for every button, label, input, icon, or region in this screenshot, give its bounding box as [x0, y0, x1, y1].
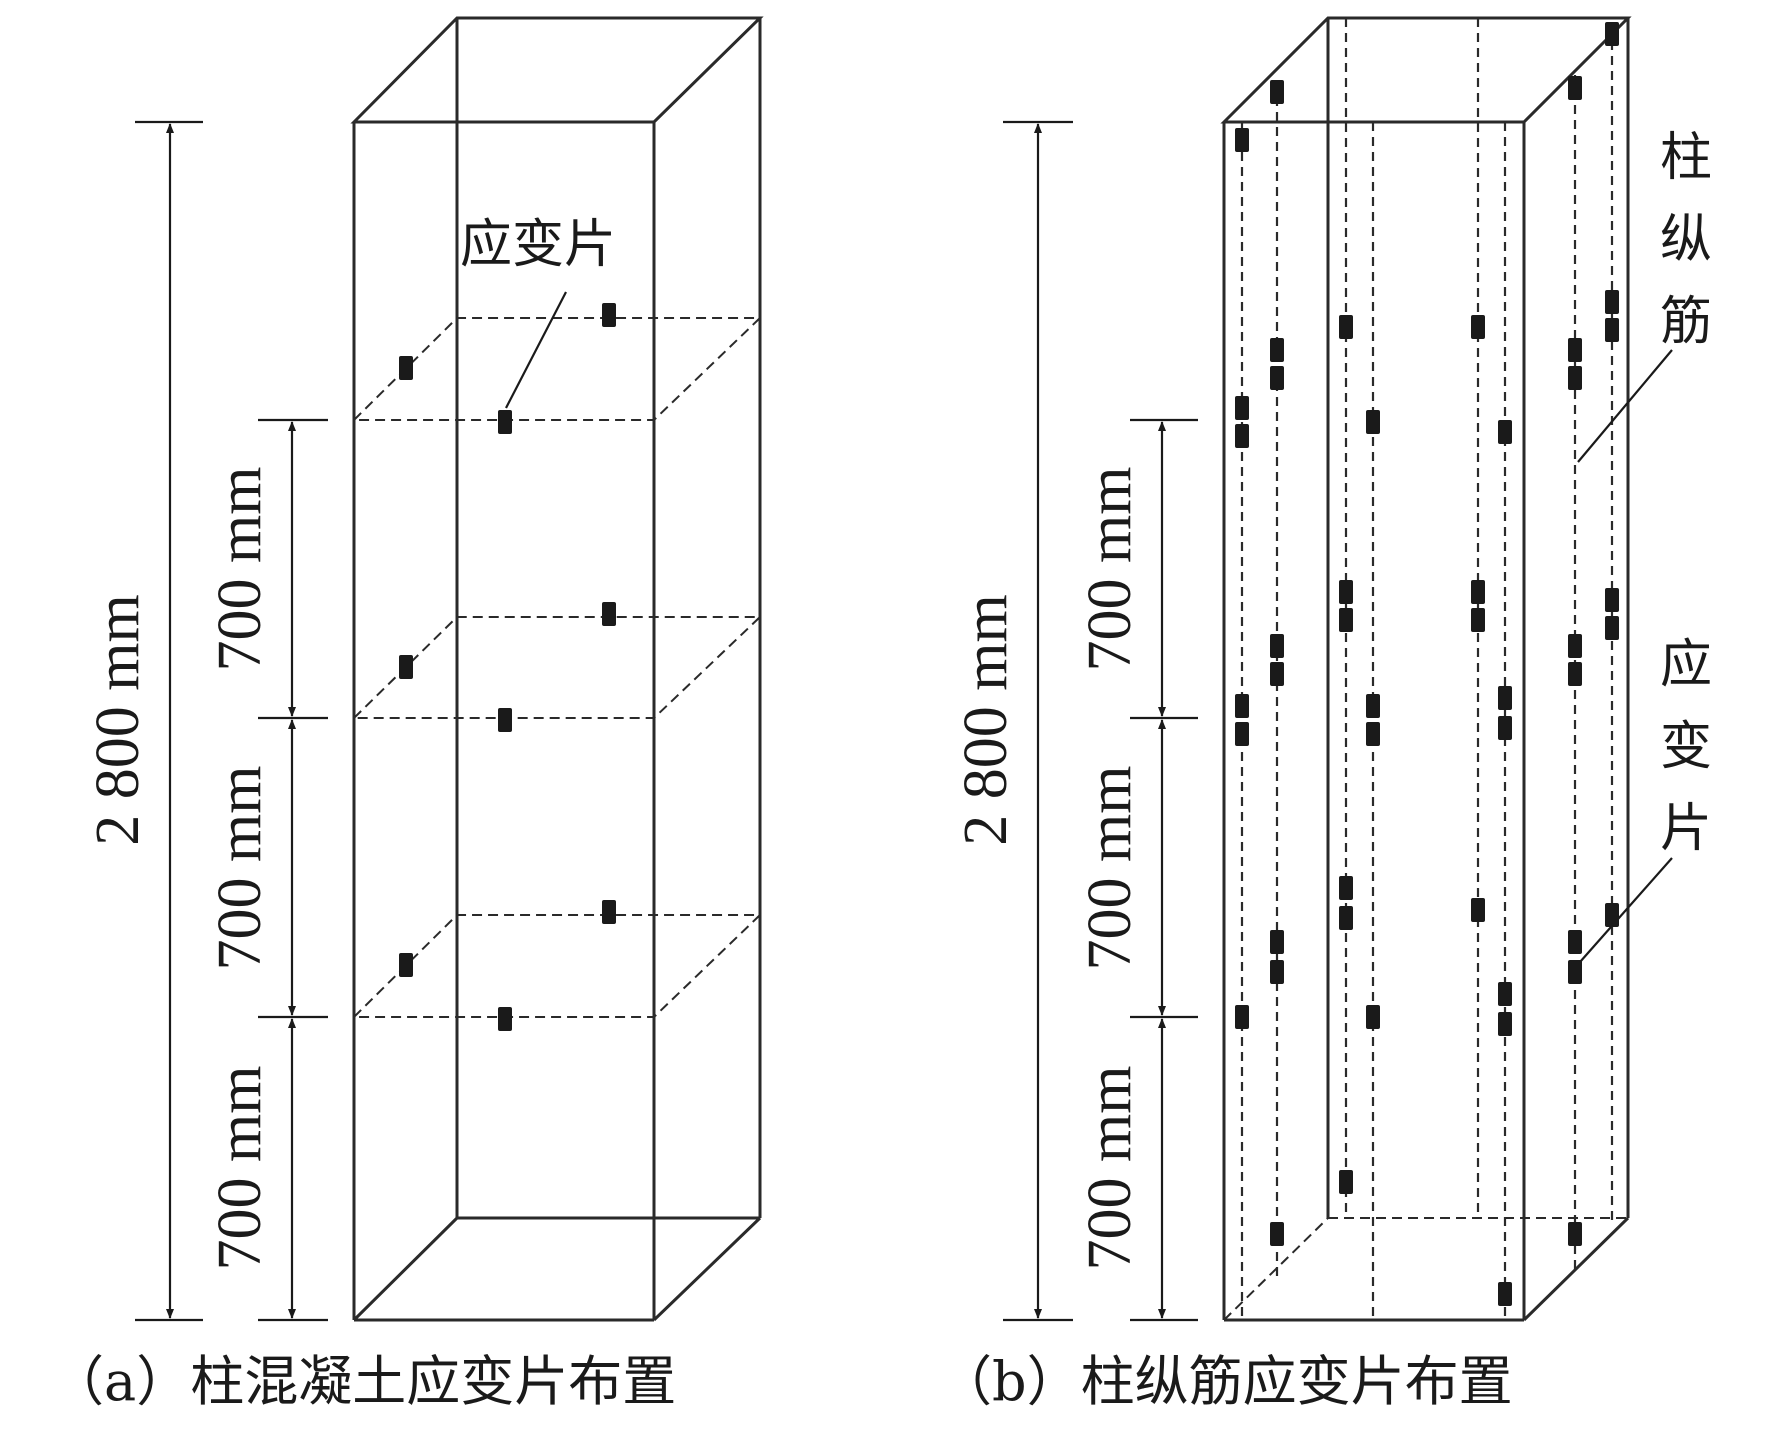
- strain-gauge: [1568, 662, 1582, 686]
- gauge-label-char: 变: [1660, 717, 1712, 777]
- panel-b-rebar-label: 柱 纵 筋: [1660, 128, 1712, 352]
- strain-gauge: [1498, 1282, 1512, 1306]
- rebar-label-char: 柱: [1660, 128, 1712, 188]
- strain-gauge: [1235, 694, 1249, 718]
- gauge-label-char: 片: [1660, 799, 1712, 859]
- panel-b-segment-dim-text: 700 mm: [1076, 467, 1144, 672]
- strain-gauge: [1235, 128, 1249, 152]
- panel-b-column-outline: [1220, 16, 1632, 1322]
- strain-gauge: [399, 953, 413, 977]
- strain-gauge: [1339, 580, 1353, 604]
- strain-gauge: [1366, 410, 1380, 434]
- panel-b-segment-dimensions: [1130, 418, 1198, 1322]
- strain-gauge: [1339, 608, 1353, 632]
- strain-gauge: [1235, 1005, 1249, 1029]
- panel-b-rebar-leader: [1577, 349, 1673, 463]
- strain-gauge: [498, 708, 512, 732]
- strain-gauge: [1498, 982, 1512, 1006]
- strain-gauge: [1498, 1012, 1512, 1036]
- panel-b-caption: （b）柱纵筋应变片布置: [938, 1350, 1513, 1413]
- strain-gauge: [1568, 634, 1582, 658]
- strain-gauge: [1605, 22, 1619, 46]
- strain-gauge: [1471, 608, 1485, 632]
- panel-a-caption: （a）柱混凝土应变片布置: [50, 1350, 676, 1413]
- strain-gauge: [1605, 616, 1619, 640]
- strain-gauge: [1270, 338, 1284, 362]
- strain-gauge: [1568, 960, 1582, 984]
- strain-gauge: [1235, 396, 1249, 420]
- strain-gauge: [1270, 366, 1284, 390]
- strain-gauge: [399, 655, 413, 679]
- panel-a-total-dim-text: 2 800 mm: [84, 594, 152, 845]
- gauge-label-char: 应: [1660, 635, 1712, 695]
- strain-gauge: [1270, 930, 1284, 954]
- panel-b-segment-dim-text: 700 mm: [1076, 1066, 1144, 1271]
- panel-a: 应变片 2 800 mm 700 mm 700 mm 700 mm （a）柱混凝…: [50, 16, 764, 1413]
- panel-b-longitudinal-rebars: [1240, 18, 1614, 1320]
- strain-gauge: [1270, 662, 1284, 686]
- strain-gauge: [602, 303, 616, 327]
- panel-b-total-dimension: [1003, 120, 1073, 1322]
- panel-a-total-dimension: [135, 120, 203, 1322]
- strain-gauge: [1270, 960, 1284, 984]
- panel-b-segment-dim-text: 700 mm: [1076, 766, 1144, 971]
- strain-gauge: [1605, 588, 1619, 612]
- strain-gauge: [1471, 315, 1485, 339]
- panel-b-gauge-label: 应 变 片: [1660, 635, 1712, 859]
- panel-a-column-outline: [350, 16, 764, 1322]
- strain-gauge: [1339, 1170, 1353, 1194]
- strain-gauge: [1568, 338, 1582, 362]
- strain-gauge: [1498, 420, 1512, 444]
- strain-gauge: [498, 1007, 512, 1031]
- panel-b-total-dim-text: 2 800 mm: [952, 594, 1020, 845]
- strain-gauge: [1366, 1005, 1380, 1029]
- strain-gauge: [1568, 930, 1582, 954]
- strain-gauge: [1498, 686, 1512, 710]
- strain-gauge: [602, 602, 616, 626]
- rebar-label-char: 筋: [1660, 292, 1712, 352]
- strain-gauge: [1270, 634, 1284, 658]
- strain-gauge: [1270, 1222, 1284, 1246]
- strain-gauge: [1568, 366, 1582, 390]
- strain-gauge: [1270, 80, 1284, 104]
- strain-gauge: [1568, 76, 1582, 100]
- strain-gauge: [1339, 906, 1353, 930]
- strain-gauge: [1605, 290, 1619, 314]
- strain-gauge: [498, 410, 512, 434]
- panel-a-segment-dim-text: 700 mm: [206, 1066, 274, 1271]
- panel-a-segment-dim-text: 700 mm: [206, 467, 274, 672]
- panel-a-section-planes: [351, 317, 763, 1018]
- panel-b-strain-gauges: [1235, 22, 1619, 1306]
- panel-a-gauge-label: 应变片: [460, 215, 616, 275]
- panel-a-segment-dim-text: 700 mm: [206, 766, 274, 971]
- strain-gauge: [1339, 315, 1353, 339]
- strain-gauge: [1366, 694, 1380, 718]
- panel-b-gauge-leader: [1579, 857, 1673, 963]
- panel-b: 柱 纵 筋 应 变 片 2 800 mm 700 mm 70: [938, 16, 1712, 1413]
- strain-gauge: [1605, 903, 1619, 927]
- panel-a-segment-dimensions: [258, 418, 328, 1322]
- strain-gauge: [1498, 716, 1512, 740]
- strain-gauge: [399, 356, 413, 380]
- strain-gauge: [1235, 722, 1249, 746]
- rebar-label-char: 纵: [1660, 210, 1712, 270]
- strain-gauge: [1605, 318, 1619, 342]
- strain-gauge: [1339, 876, 1353, 900]
- panel-a-strain-gauges: [399, 303, 616, 1031]
- panel-a-gauge-leader: [505, 291, 567, 409]
- strain-gauge: [1366, 722, 1380, 746]
- strain-gauge: [602, 900, 616, 924]
- strain-gauge: [1471, 898, 1485, 922]
- strain-gauge: [1235, 424, 1249, 448]
- strain-gauge: [1568, 1222, 1582, 1246]
- strain-gauge: [1471, 580, 1485, 604]
